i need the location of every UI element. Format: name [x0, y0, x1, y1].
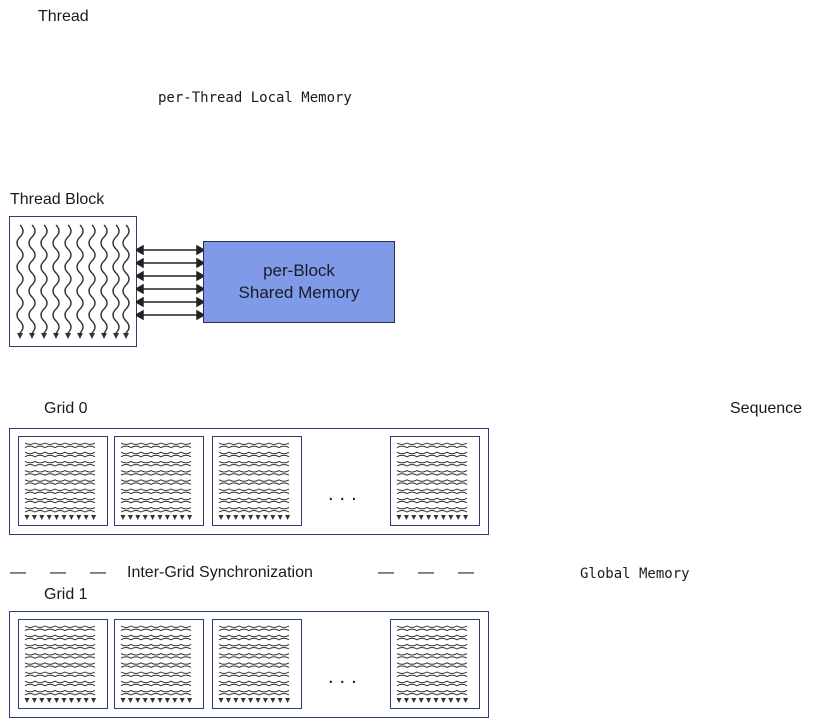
block-threads-icon — [218, 625, 291, 703]
sync-dash-5: — — [418, 564, 434, 581]
grid1-label: Grid 1 — [44, 586, 88, 603]
thread-label: Thread — [38, 8, 89, 25]
grid0-block-n — [390, 436, 480, 526]
thread-block-threads — [16, 224, 130, 339]
local-memory-label: per-Thread Local Memory — [158, 90, 352, 106]
grid0-block-2 — [212, 436, 302, 526]
sync-dash-2: — — [50, 564, 66, 581]
shared-memory-line1: per-Block — [263, 261, 335, 280]
grid1-frame: ... — [9, 611, 489, 718]
grid0-ellipsis: ... — [328, 483, 363, 505]
thread-block-frame — [9, 216, 137, 347]
block-threads-icon — [120, 442, 193, 520]
grid1-block-2 — [212, 619, 302, 709]
shared-memory-box: per-Block Shared Memory — [203, 241, 395, 323]
shared-memory-line2: Shared Memory — [238, 283, 360, 302]
block-memory-arrows — [136, 244, 204, 320]
block-threads-icon — [218, 442, 291, 520]
grid0-block-1 — [114, 436, 204, 526]
block-threads-icon — [396, 442, 469, 520]
global-memory-label: Global Memory — [580, 566, 690, 582]
grid1-block-n — [390, 619, 480, 709]
sync-dash-4: — — [378, 564, 394, 581]
grid1-block-0 — [18, 619, 108, 709]
sync-dash-1: — — [10, 564, 26, 581]
sync-label: Inter-Grid Synchronization — [127, 564, 313, 581]
grid0-frame: ... — [9, 428, 489, 535]
block-threads-icon — [120, 625, 193, 703]
grid1-block-1 — [114, 619, 204, 709]
sequence-label: Sequence — [730, 400, 803, 417]
block-threads-icon — [396, 625, 469, 703]
thread-block-label: Thread Block — [10, 191, 105, 208]
grid1-ellipsis: ... — [328, 666, 363, 688]
block-threads-icon — [24, 625, 97, 703]
grid0-label: Grid 0 — [44, 400, 88, 417]
sync-dash-3: — — [90, 564, 106, 581]
sync-dash-6: — — [458, 564, 474, 581]
grid0-block-0 — [18, 436, 108, 526]
block-threads-icon — [24, 442, 97, 520]
